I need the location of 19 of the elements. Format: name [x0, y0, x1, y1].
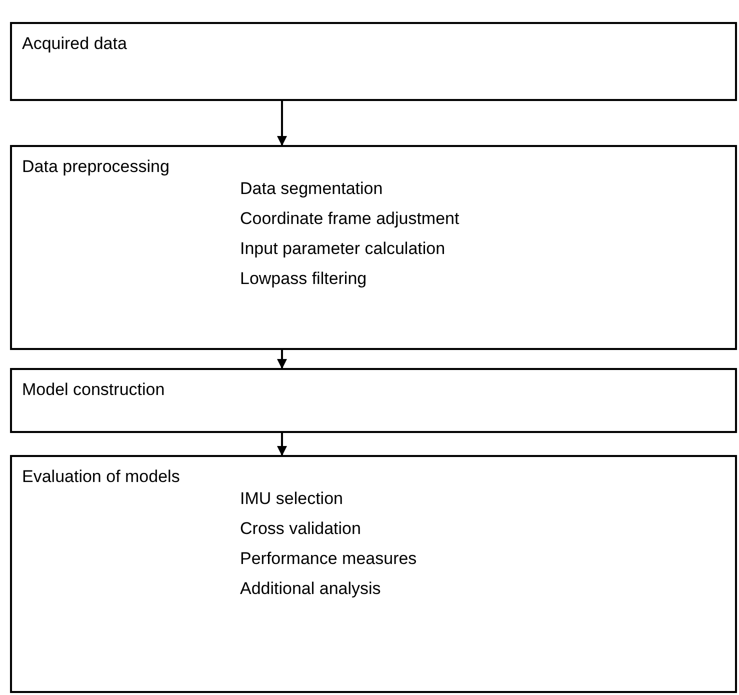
step-item: Performance measures: [240, 548, 417, 570]
box-heading: Evaluation of models: [22, 466, 180, 488]
arrow: [277, 350, 287, 369]
step-item: Additional analysis: [240, 578, 381, 600]
step-item: Data segmentation: [240, 178, 383, 200]
process-box: [10, 368, 737, 433]
step-item: Input parameter calculation: [240, 238, 446, 260]
step-item: Cross validation: [240, 518, 361, 540]
process-box: [10, 22, 737, 101]
step-item: IMU selection: [240, 488, 343, 510]
process-box: [10, 145, 737, 350]
box-heading: Model construction: [22, 379, 165, 401]
arrow: [277, 101, 287, 146]
process-box: [10, 455, 737, 693]
arrow: [277, 433, 287, 456]
box-heading: Data preprocessing: [22, 156, 170, 178]
step-item: Coordinate frame adjustment: [240, 208, 460, 230]
step-item: Lowpass filtering: [240, 268, 367, 290]
box-heading: Acquired data: [22, 33, 127, 55]
